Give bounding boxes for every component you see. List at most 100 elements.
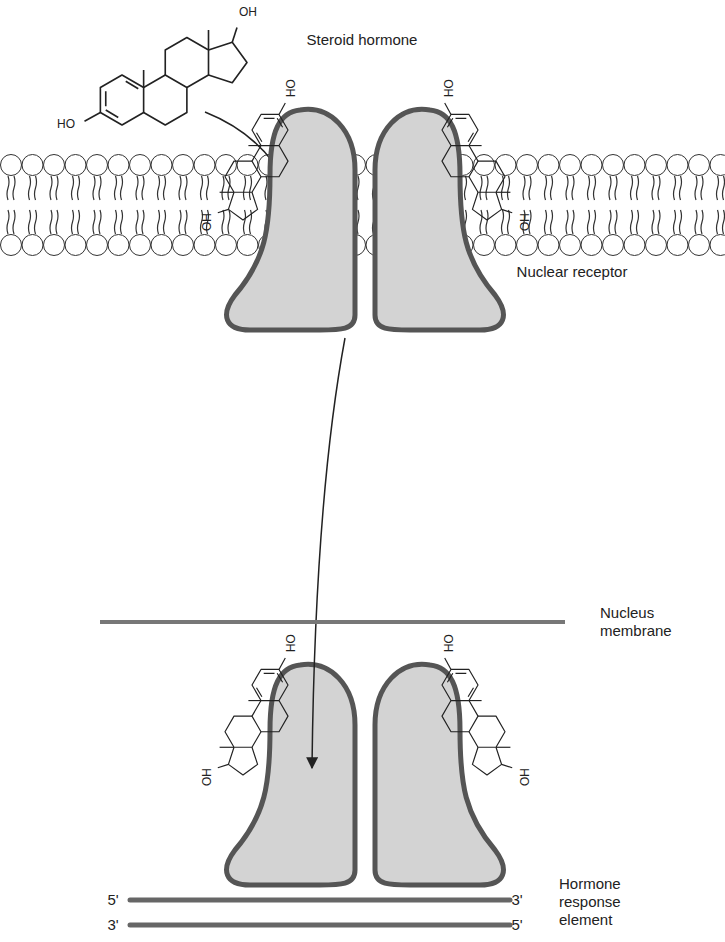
lipid-tail [158, 176, 160, 200]
lipid-tail [7, 176, 9, 200]
lipid-tail [572, 210, 574, 234]
text-label: 5' [107, 891, 118, 909]
lipid-tail [78, 176, 80, 200]
lipid-tail [115, 210, 117, 234]
lipid-tail [244, 176, 246, 200]
lipid-tail [674, 176, 676, 200]
dna-strand [130, 898, 510, 903]
lipid-tail [164, 210, 166, 234]
lipid-tail [99, 210, 101, 234]
steroid-molecule [85, 28, 248, 126]
lipid-tail [265, 176, 267, 200]
lipid-tail [185, 176, 187, 200]
lipid-tail [50, 176, 52, 200]
lipid-head [646, 155, 667, 176]
lipid-head [237, 235, 258, 256]
lipid-tail [523, 176, 525, 200]
lipid-tail [566, 210, 568, 234]
lipid-tail [701, 210, 703, 234]
lipid-tail [228, 210, 230, 234]
lipid-tail [185, 210, 187, 234]
text-label: Nuclear receptor [517, 263, 628, 281]
lipid-tail [723, 210, 725, 234]
text-label: Steroid hormone [307, 31, 418, 49]
lipid-head [151, 235, 172, 256]
lipid-tail [480, 210, 482, 234]
lipid-tail [572, 176, 574, 200]
lipid-tail [658, 210, 660, 234]
lipid-tail [545, 176, 547, 200]
lipid-head [44, 235, 65, 256]
lipid-head [517, 235, 538, 256]
lipid-tail [35, 210, 37, 234]
lipid-tail [637, 210, 639, 234]
lipid-tail [56, 176, 58, 200]
lipid-tail [115, 176, 117, 200]
lipid-head [216, 235, 237, 256]
lipid-head [689, 235, 710, 256]
lipid-tail [228, 176, 230, 200]
lipid-head [216, 155, 237, 176]
atom-label: OH [283, 634, 297, 652]
lipid-tail [13, 210, 15, 234]
lipid-head [581, 235, 602, 256]
lipid-tail [486, 210, 488, 234]
nuclear-receptor [218, 103, 512, 330]
lipid-tail [480, 176, 482, 200]
lipid-tail [93, 176, 95, 200]
lipid-head [65, 235, 86, 256]
lipid-tail [158, 210, 160, 234]
lipid-tail [717, 210, 719, 234]
lipid-tail [93, 210, 95, 234]
text-label: 3' [511, 891, 522, 909]
lipid-tail [701, 176, 703, 200]
lipid-tail [631, 210, 633, 234]
lipid-head [495, 235, 516, 256]
lipid-tail [121, 210, 123, 234]
atom-label: HO [517, 213, 531, 231]
lipid-head [1, 155, 22, 176]
lipid-tail [551, 176, 553, 200]
lipid-tail [250, 176, 252, 200]
lipid-head [173, 155, 194, 176]
lipid-tail [179, 176, 181, 200]
text-label: Hormone response element [559, 875, 645, 929]
atom-label: OH [239, 5, 257, 19]
lipid-head [108, 235, 129, 256]
lipid-tail [142, 210, 144, 234]
lipid-tail [50, 210, 52, 234]
atom-label: OH [441, 634, 455, 652]
nucleus-membrane [100, 620, 565, 624]
lipid-tail [658, 176, 660, 200]
nuclear-receptor-bound [218, 658, 512, 885]
lipid-head [194, 155, 215, 176]
lipid-tail [222, 176, 224, 200]
lipid-tail [545, 210, 547, 234]
lipid-tail [78, 210, 80, 234]
lipid-tail [615, 210, 617, 234]
lipid-tail [717, 176, 719, 200]
lipid-head [581, 155, 602, 176]
lipid-head [517, 155, 538, 176]
lipid-head [667, 235, 688, 256]
lipid-head [603, 235, 624, 256]
lipid-tail [615, 176, 617, 200]
lipid-head [87, 235, 108, 256]
lipid-head [710, 155, 725, 176]
lipid-head [1, 235, 22, 256]
lipid-tail [244, 210, 246, 234]
atom-label: OH [283, 79, 297, 97]
lipid-tail [179, 210, 181, 234]
lipid-tail [588, 210, 590, 234]
text-label: 3' [107, 916, 118, 934]
lipid-tail [609, 210, 611, 234]
atom-label: HO [199, 768, 213, 786]
lipid-head [130, 235, 151, 256]
lipid-head [646, 235, 667, 256]
lipid-tail [551, 210, 553, 234]
lipid-head [151, 155, 172, 176]
atom-label: HO [517, 768, 531, 786]
lipid-tail [674, 210, 676, 234]
lipid-tail [29, 176, 31, 200]
